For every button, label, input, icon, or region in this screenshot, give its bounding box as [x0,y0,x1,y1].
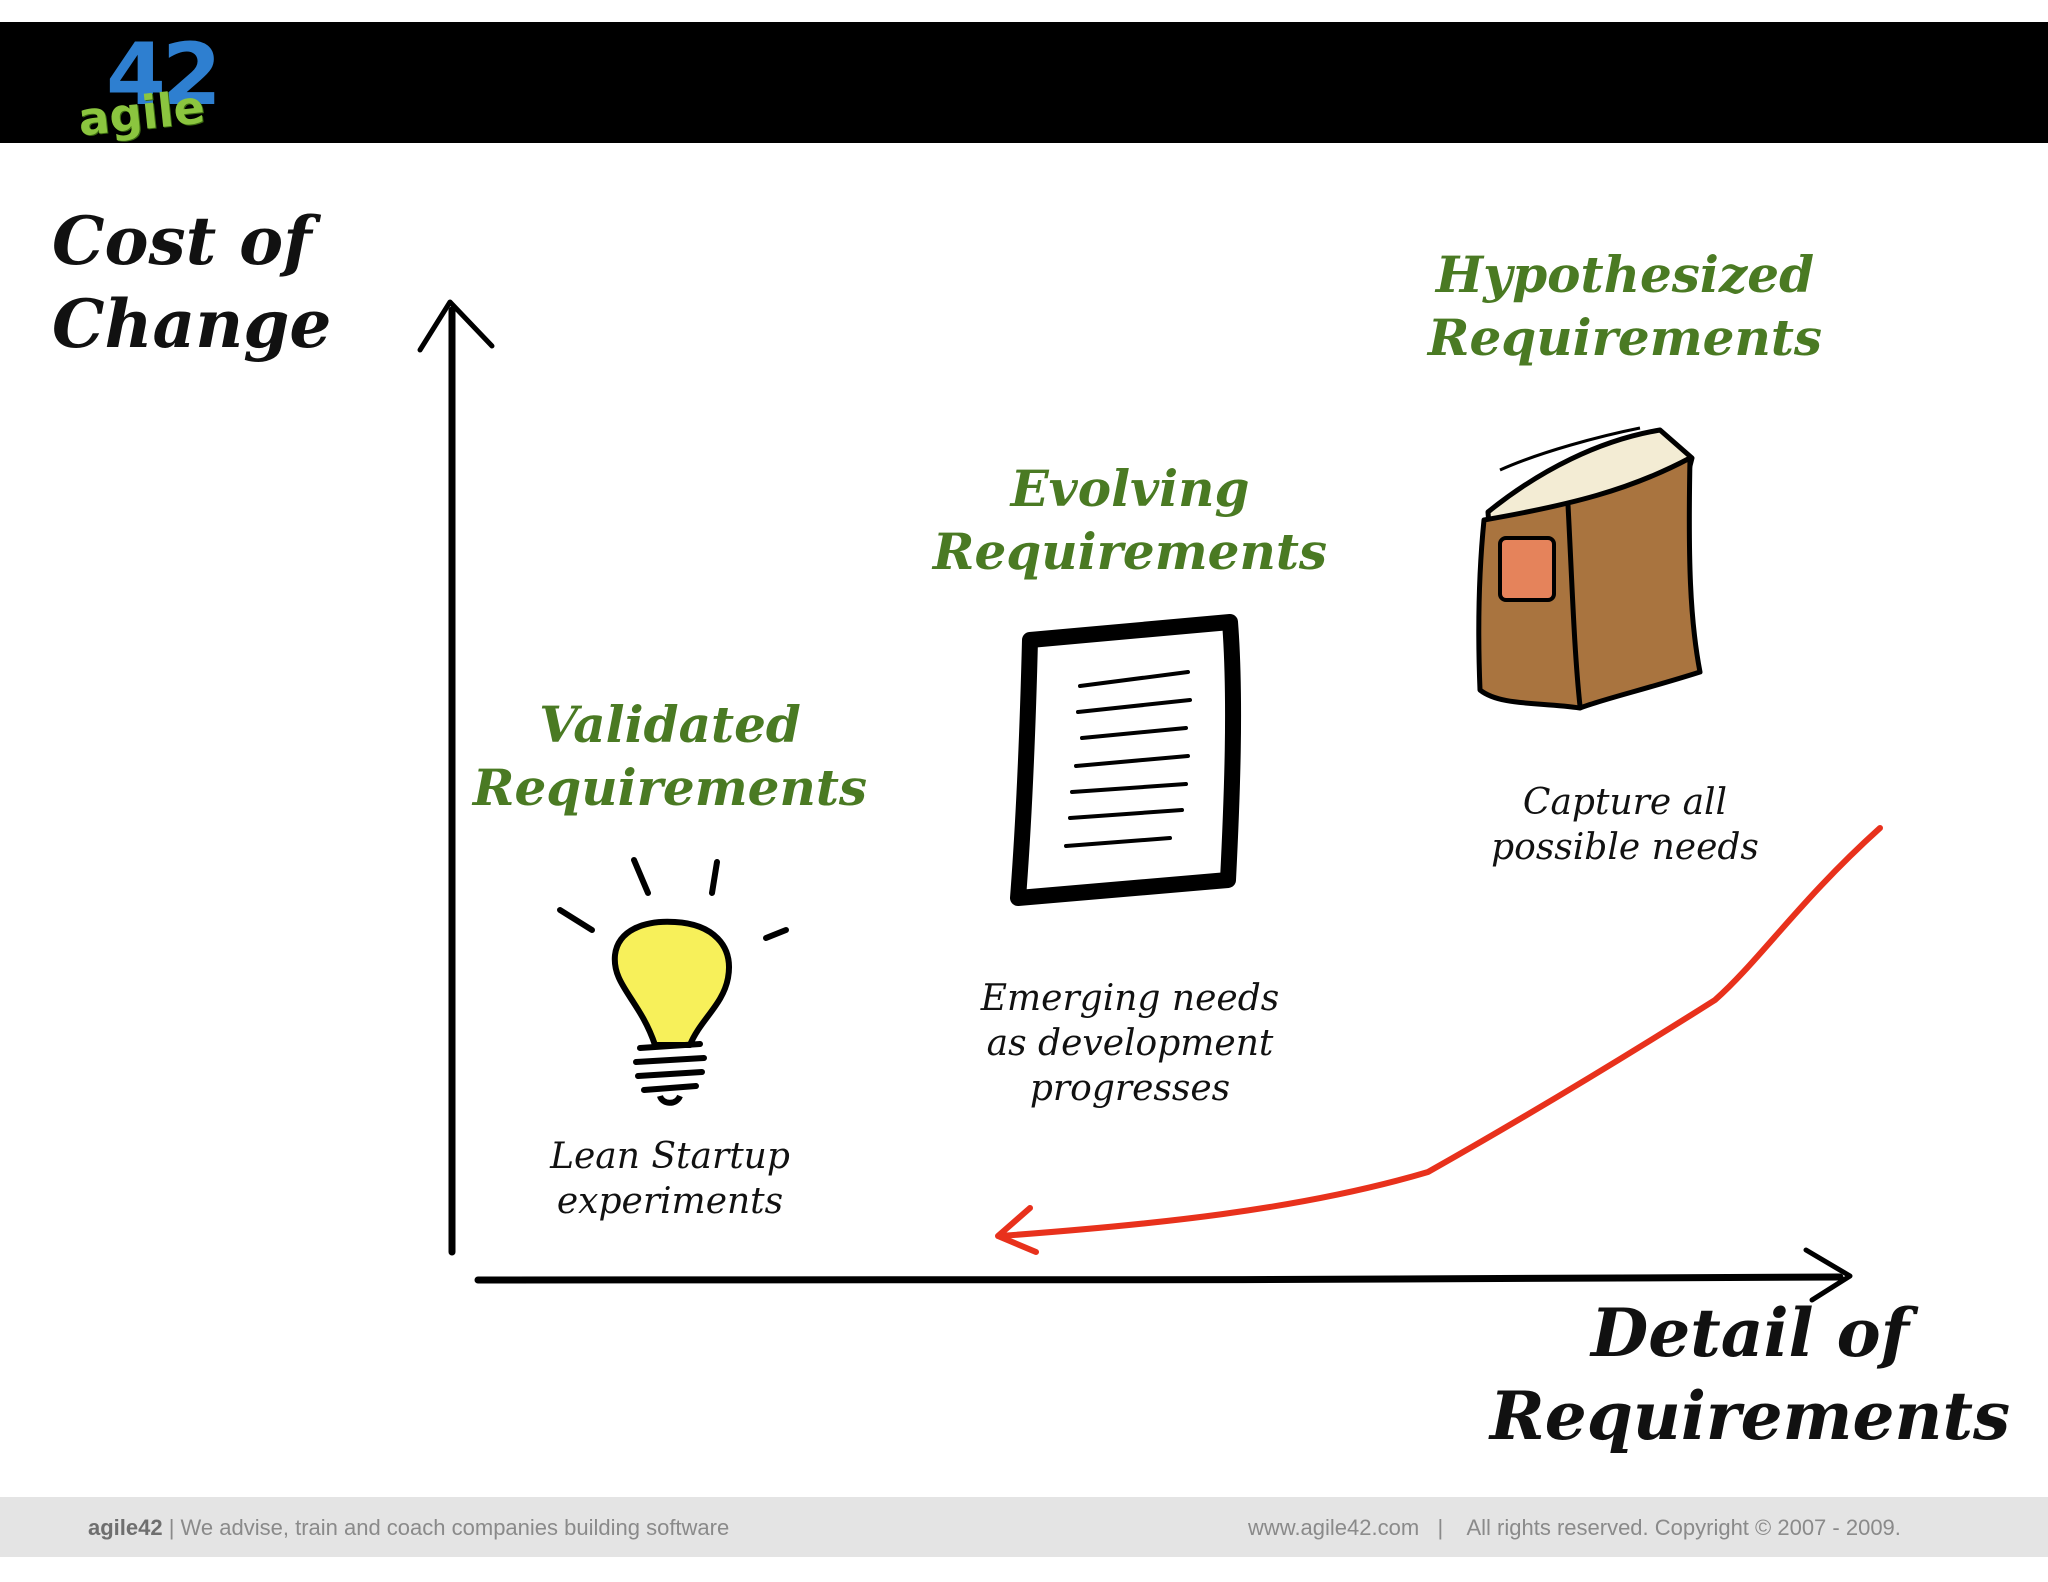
logo-number: 42 [106,25,222,125]
stage-evolving-title-line1: Evolving [1010,459,1250,518]
stage-hypothesized-note-line2: possible needs [1491,827,1759,868]
stage-evolving-note-line1: Emerging needs [980,978,1280,1019]
header-bar [0,22,2048,143]
stage-hypothesized-title: Hypothesized Requirements [1410,244,1840,369]
stage-evolving-note-line3: progresses [1029,1068,1231,1109]
footer-tagline: | We advise, train and coach companies b… [162,1515,730,1540]
stage-validated-note-line1: Lean Startup [550,1136,790,1177]
y-axis-label-line2: Change [52,284,332,363]
footer-brand: agile42 [88,1515,163,1540]
stage-validated-note-line2: experiments [556,1181,784,1222]
y-axis-label: Cost of Change [52,200,331,365]
stage-evolving-note-line2: as development [986,1023,1274,1064]
x-axis-label: Detail of Requirements [1480,1292,2020,1457]
cost-trend-arrow [995,825,1883,1255]
stage-evolving-title: Evolving Requirements [930,458,1330,583]
stage-hypothesized-title-line1: Hypothesized [1435,245,1815,304]
footer-bar: agile42 | We advise, train and coach com… [0,1497,2048,1557]
lightbulb-icon [557,857,789,1106]
stage-evolving-title-line2: Requirements [932,521,1328,581]
stage-hypothesized-note: Capture all possible needs [1440,780,1810,870]
document-icon [1010,614,1242,906]
x-axis-label-line2: Requirements [1489,1376,2011,1455]
agile42-logo: 42 agile [76,25,228,162]
stage-hypothesized-note-line1: Capture all [1522,782,1728,823]
book-icon [1476,426,1703,711]
x-axis [474,1247,1853,1303]
y-axis-label-line1: Cost of [52,202,312,280]
x-axis-label-line1: Detail of [1590,1294,1909,1372]
stage-validated-note: Lean Startup experiments [520,1134,820,1224]
footer-right: www.agile42.com | All rights reserved. C… [1248,1515,1901,1540]
stage-validated-title-line1: Validated [539,695,801,754]
stage-evolving-note: Emerging needs as development progresses [930,976,1330,1111]
y-axis [417,299,495,1256]
stage-validated-title: Validated Requirements [470,694,870,819]
footer-left: agile42 | We advise, train and coach com… [88,1515,729,1541]
stage-validated-title-line2: Requirements [472,757,868,817]
stage-hypothesized-title-line2: Requirements [1427,307,1823,367]
